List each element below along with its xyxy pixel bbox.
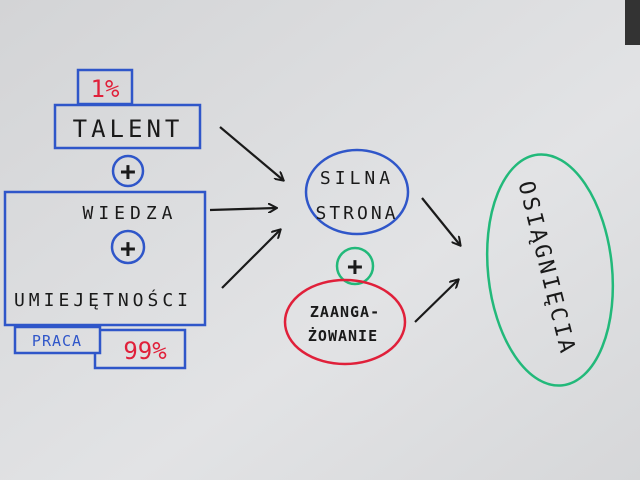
plus-circle-2 [110, 229, 146, 265]
praca-box [13, 325, 102, 355]
arrow-wiedza [209, 208, 276, 210]
arrow-talent [219, 126, 283, 180]
zowanie-label: ŻOWANIE [308, 326, 378, 345]
plus-1: + [120, 157, 136, 187]
plus-2: + [120, 234, 136, 264]
silna-strona-ellipse [304, 148, 410, 236]
wiedza-label: WIEDZA [82, 203, 177, 224]
plus-3: + [347, 252, 363, 282]
silna-label: SILNA [320, 168, 394, 189]
praca-label: PRACA [32, 332, 82, 350]
strona-label: STRONA [315, 203, 398, 224]
plus-circle-1 [111, 154, 145, 188]
plus-circle-3 [335, 246, 375, 286]
osiagniecia-ellipse [485, 153, 615, 387]
praca-percent-box [93, 328, 187, 370]
zaanga-label: ZAANGA- [310, 303, 380, 321]
board-frame-corner [625, 0, 640, 45]
zaangazowanie-ellipse [283, 278, 407, 366]
talent-label: TALENT [73, 115, 184, 143]
arrow-zaangazowanie [414, 280, 458, 323]
umiejetnosci-label: UMIEJĘTNOŚCI [14, 289, 192, 311]
knowledge-skills-box [3, 190, 207, 327]
talent-box [53, 103, 202, 150]
talent-percent: 1% [91, 75, 120, 103]
arrow-silna-strona [421, 197, 460, 245]
arrow-umiejetnosci [221, 230, 280, 289]
praca-percent: 99% [123, 337, 167, 365]
